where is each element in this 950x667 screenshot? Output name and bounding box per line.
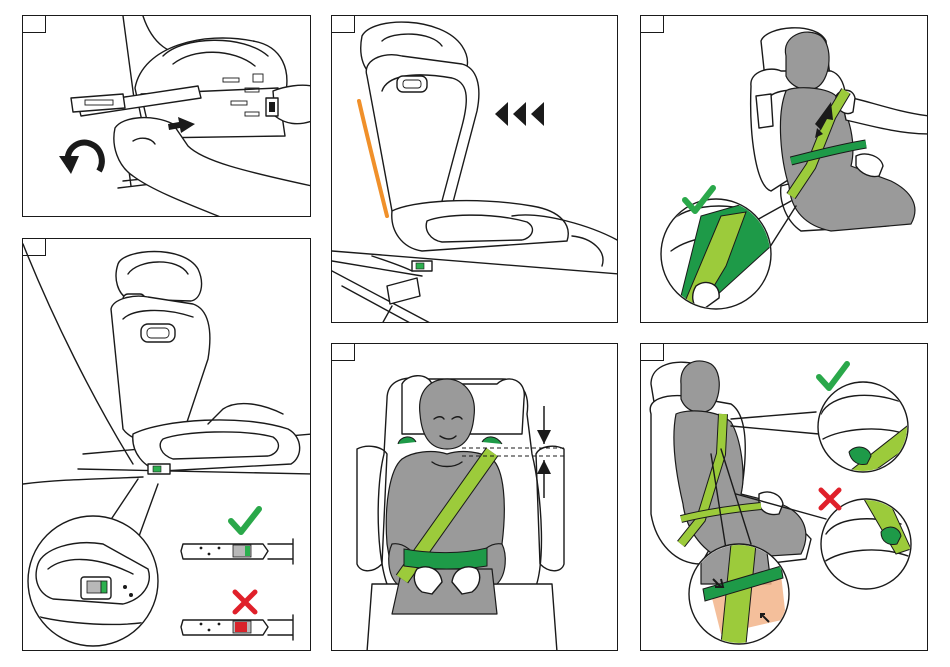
step-panel-2 — [331, 15, 618, 323]
headrest-height-illustration — [332, 344, 618, 651]
isofix-indicator-illustration — [23, 239, 311, 651]
step-panel-5 — [331, 343, 618, 651]
belt-route-illustration — [641, 16, 928, 323]
step-panel-3 — [640, 15, 928, 323]
cross-icon — [821, 490, 839, 508]
backrest-recline-illustration — [332, 16, 618, 323]
triple-chevron-left-icon — [495, 102, 544, 126]
step-panel-6 — [640, 343, 928, 651]
rotate-arrow-icon — [59, 143, 102, 174]
step-panel-4 — [22, 238, 311, 651]
belt-guide-check-illustration — [641, 344, 928, 651]
cross-icon — [235, 592, 255, 612]
step-panel-1 — [22, 15, 311, 217]
checkmark-icon — [819, 364, 847, 388]
isofix-extract-illustration — [23, 16, 311, 217]
checkmark-icon — [231, 509, 259, 532]
